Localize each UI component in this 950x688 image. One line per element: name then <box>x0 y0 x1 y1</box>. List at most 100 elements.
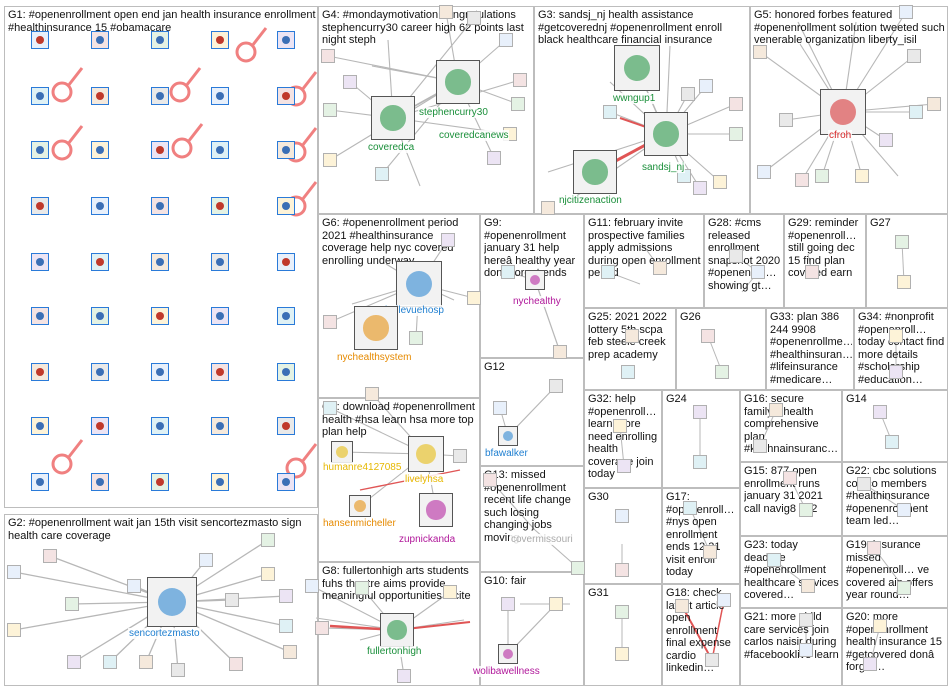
vertex-g1[interactable] <box>31 307 49 325</box>
vertex-small[interactable] <box>909 105 923 119</box>
vertex-g1[interactable] <box>151 363 169 381</box>
vertex-small[interactable] <box>907 49 921 63</box>
vertex-small[interactable] <box>889 365 903 379</box>
vertex-stephencurry30[interactable] <box>436 60 480 104</box>
vertex-small[interactable] <box>927 97 941 111</box>
vertex-g1[interactable] <box>31 253 49 271</box>
vertex-small[interactable] <box>621 365 635 379</box>
vertex-g1[interactable] <box>211 417 229 435</box>
vertex-small[interactable] <box>693 455 707 469</box>
vertex-g1[interactable] <box>211 31 229 49</box>
vertex-g1[interactable] <box>277 197 295 215</box>
vertex-small[interactable] <box>67 655 81 669</box>
vertex-small[interactable] <box>323 103 337 117</box>
vertex-g1[interactable] <box>91 417 109 435</box>
vertex-g1[interactable] <box>91 473 109 491</box>
vertex-small[interactable] <box>7 623 21 637</box>
vertex-small[interactable] <box>487 151 501 165</box>
vertex-small[interactable] <box>467 11 481 25</box>
vertex-small[interactable] <box>483 473 497 487</box>
vertex-g1[interactable] <box>91 307 109 325</box>
vertex-small[interactable] <box>683 501 697 515</box>
vertex-small[interactable] <box>753 439 767 453</box>
vertex-small[interactable] <box>43 549 57 563</box>
vertex-bellevuehosp[interactable] <box>396 261 442 307</box>
vertex-small[interactable] <box>705 653 719 667</box>
vertex-small[interactable] <box>867 541 881 555</box>
vertex-small[interactable] <box>681 87 695 101</box>
vertex-small[interactable] <box>729 97 743 111</box>
vertex-small[interactable] <box>805 265 819 279</box>
vertex-g1[interactable] <box>211 253 229 271</box>
vertex-fullertonhigh[interactable] <box>380 613 414 647</box>
vertex-small[interactable] <box>603 105 617 119</box>
vertex-small[interactable] <box>729 127 743 141</box>
vertex-g1[interactable] <box>151 307 169 325</box>
vertex-small[interactable] <box>439 5 453 19</box>
vertex-small[interactable] <box>343 75 357 89</box>
vertex-small[interactable] <box>453 449 467 463</box>
vertex-small[interactable] <box>501 597 515 611</box>
vertex-small[interactable] <box>375 167 389 181</box>
vertex-g1[interactable] <box>277 473 295 491</box>
vertex-livelyhsa[interactable] <box>408 436 444 472</box>
vertex-small[interactable] <box>571 561 585 575</box>
vertex-g1[interactable] <box>151 473 169 491</box>
vertex-humanre4127085[interactable] <box>331 441 353 463</box>
vertex-small[interactable] <box>767 553 781 567</box>
vertex-small[interactable] <box>501 265 515 279</box>
vertex-small[interactable] <box>857 477 871 491</box>
vertex-g1[interactable] <box>151 31 169 49</box>
vertex-g1[interactable] <box>91 87 109 105</box>
vertex-small[interactable] <box>467 291 481 305</box>
vertex-small[interactable] <box>65 597 79 611</box>
vertex-small[interactable] <box>397 669 411 683</box>
vertex-g1[interactable] <box>151 253 169 271</box>
vertex-small[interactable] <box>779 113 793 127</box>
vertex-g1[interactable] <box>151 141 169 159</box>
vertex-hansenmicheller[interactable] <box>349 495 371 517</box>
vertex-small[interactable] <box>615 563 629 577</box>
vertex-g1[interactable] <box>31 197 49 215</box>
vertex-small[interactable] <box>279 589 293 603</box>
vertex-small[interactable] <box>879 133 893 147</box>
vertex-small[interactable] <box>899 5 913 19</box>
vertex-small[interactable] <box>615 647 629 661</box>
vertex-small[interactable] <box>305 579 319 593</box>
vertex-small[interactable] <box>895 235 909 249</box>
vertex-njcitizenaction[interactable] <box>573 150 617 194</box>
vertex-g1[interactable] <box>211 197 229 215</box>
vertex-small[interactable] <box>801 579 815 593</box>
vertex-g1[interactable] <box>91 31 109 49</box>
vertex-g1[interactable] <box>211 87 229 105</box>
vertex-g1[interactable] <box>151 417 169 435</box>
vertex-g1[interactable] <box>277 363 295 381</box>
vertex-g1[interactable] <box>91 141 109 159</box>
vertex-small[interactable] <box>409 331 423 345</box>
vertex-g1[interactable] <box>211 141 229 159</box>
vertex-small[interactable] <box>229 657 243 671</box>
vertex-wwngup1[interactable] <box>614 45 660 91</box>
vertex-small[interactable] <box>753 45 767 59</box>
vertex-small[interactable] <box>283 645 297 659</box>
vertex-small[interactable] <box>315 621 329 635</box>
vertex-small[interactable] <box>717 593 731 607</box>
vertex-small[interactable] <box>601 265 615 279</box>
vertex-small[interactable] <box>693 181 707 195</box>
vertex-small[interactable] <box>873 619 887 633</box>
vertex-g1[interactable] <box>151 87 169 105</box>
vertex-small[interactable] <box>615 605 629 619</box>
vertex-small[interactable] <box>795 173 809 187</box>
vertex-small[interactable] <box>885 435 899 449</box>
vertex-small[interactable] <box>799 503 813 517</box>
vertex-small[interactable] <box>873 405 887 419</box>
vertex-small[interactable] <box>799 613 813 627</box>
vertex-small[interactable] <box>321 49 335 63</box>
vertex-wolibawellness[interactable] <box>498 644 518 664</box>
vertex-nychealthsystem[interactable] <box>354 306 398 350</box>
vertex-small[interactable] <box>323 153 337 167</box>
vertex-sencortezmasto[interactable] <box>147 577 197 627</box>
vertex-g1[interactable] <box>31 417 49 435</box>
vertex-small[interactable] <box>751 265 765 279</box>
vertex-g1[interactable] <box>151 197 169 215</box>
